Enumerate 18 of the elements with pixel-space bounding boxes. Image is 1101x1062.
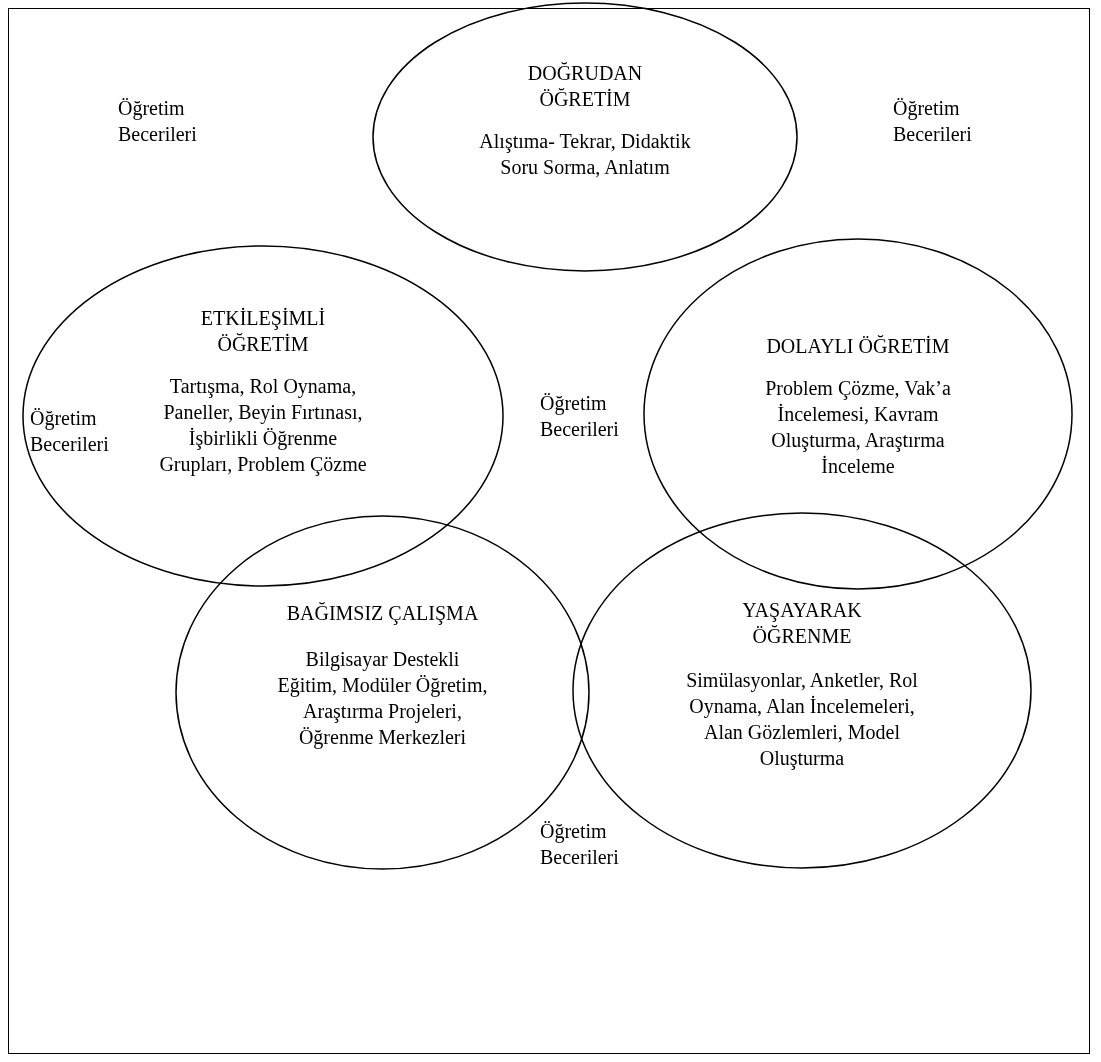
- method-heading: DOLAYLI ÖĞRETİM: [765, 334, 951, 359]
- method-list: Alıştıma- Tekrar, Didaktik Soru Sorma, Anlatım: [477, 128, 693, 180]
- method-heading: BAĞIMSIZ ÇALIŞMA: [285, 601, 480, 626]
- method-ellipse: [643, 238, 1073, 590]
- skill-label: Öğretim Becerileri: [540, 819, 620, 870]
- skill-label: Öğretim Becerileri: [893, 96, 973, 147]
- method-list: Simülasyonlar, Anketler, Rol Oynama, Alan İncelemeleri, Alan Gözlemleri, Model Oluşturma: [679, 667, 925, 771]
- method-list: Problem Çözme, Vak’a İncelemesi, Kavram Oluşturma, Araştırma İnceleme: [740, 375, 976, 479]
- skill-label: Öğretim Becerileri: [118, 96, 198, 147]
- method-heading: YAŞAYARAK ÖĞRENME: [741, 598, 863, 649]
- method-heading: ETKİLEŞİMLİ ÖĞRETİM: [199, 306, 327, 357]
- skill-label: Öğretim Becerileri: [540, 391, 620, 442]
- method-list: Bilgisayar Destekli Eğitim, Modüler Öğretim, Araştırma Projeleri, Öğrenme Merkezleri: [275, 646, 490, 750]
- method-ellipse: [372, 2, 798, 272]
- method-list: Tartışma, Rol Oynama, Paneller, Beyin Fırtınası, İşbirlikli Öğrenme Grupları, Problem Çözme: [155, 373, 371, 477]
- method-heading: DOĞRUDAN ÖĞRETİM: [526, 61, 644, 112]
- method-ellipse: [22, 245, 504, 587]
- skill-label: Öğretim Becerileri: [30, 406, 110, 457]
